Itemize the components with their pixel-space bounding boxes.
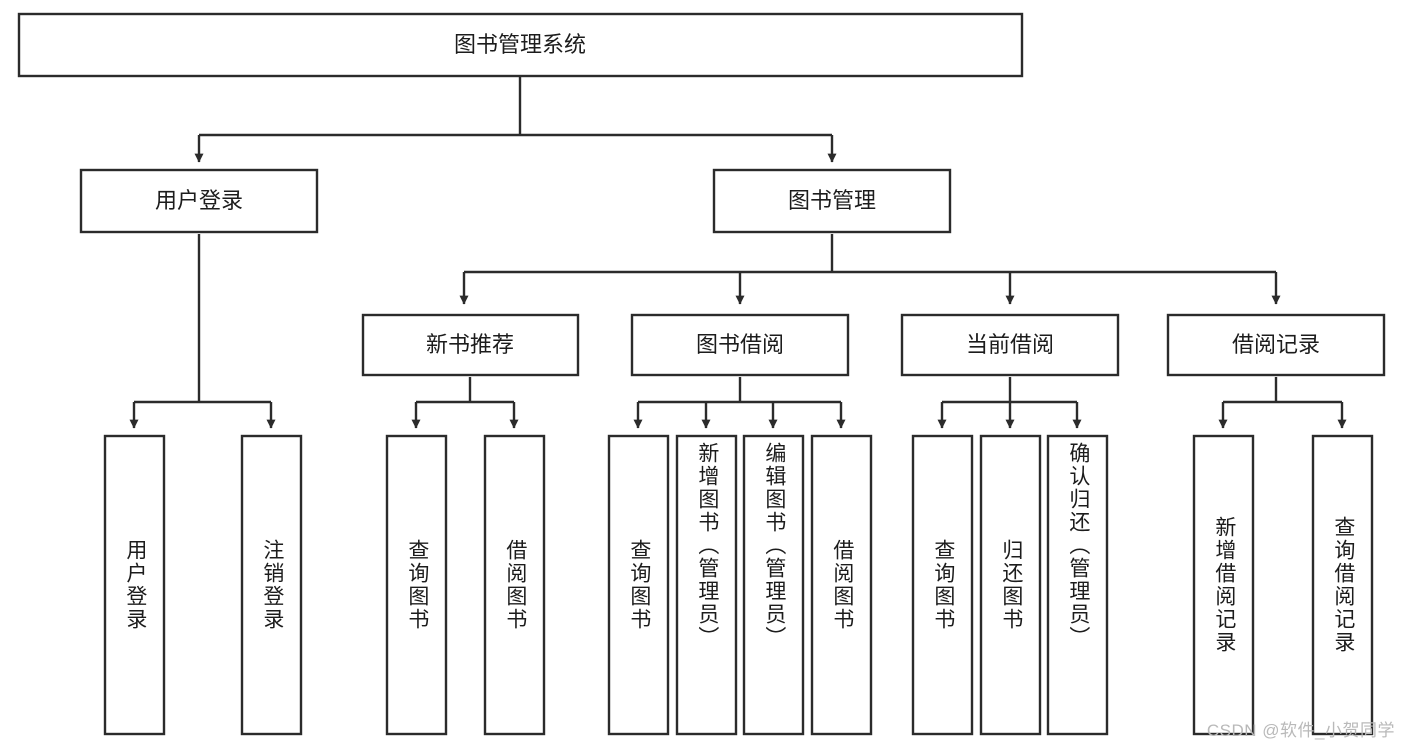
leaf-box-current-borrow-1[interactable] <box>979 434 1042 736</box>
watermark-text: CSDN @软件_小贺同学 <box>1206 721 1395 740</box>
leaf-box-new-book-0[interactable] <box>385 434 448 736</box>
connector-group-borrow-record <box>1218 377 1347 429</box>
node-label-borrow-record: 借阅记录 <box>1232 332 1320 357</box>
node-label-book-management: 图书管理 <box>788 188 876 213</box>
leaf-box-user-login-0[interactable] <box>103 434 166 736</box>
node-box-borrow-record[interactable] <box>1166 313 1386 377</box>
leaf-box-book-borrow-3[interactable] <box>810 434 873 736</box>
leaf-box-new-book-1[interactable] <box>483 434 546 736</box>
node-current-borrow[interactable]: 当前借阅 <box>900 313 1120 377</box>
leaf-box-borrow-record-0[interactable] <box>1192 434 1255 736</box>
node-label-root: 图书管理系统 <box>454 32 586 57</box>
node-user-login[interactable]: 用户登录 <box>79 168 319 234</box>
connector-group-new-book <box>411 377 519 429</box>
node-new-book-recommend[interactable]: 新书推荐 <box>361 313 580 377</box>
leaf-box-borrow-record-1[interactable] <box>1311 434 1374 736</box>
node-box-book-borrow[interactable] <box>630 313 850 377</box>
node-box-new-book-recommend[interactable] <box>361 313 580 377</box>
node-label-user-login: 用户登录 <box>155 188 243 213</box>
node-label-current-borrow: 当前借阅 <box>966 332 1054 357</box>
connector-group-user-login <box>129 234 276 429</box>
node-box-book-management[interactable] <box>712 168 952 234</box>
connector-group-root <box>194 76 837 163</box>
node-book-borrow[interactable]: 图书借阅 <box>630 313 850 377</box>
node-label-new-book-recommend: 新书推荐 <box>426 332 514 357</box>
leaf-box-book-borrow-2[interactable] <box>742 434 805 736</box>
connector-group-current-borrow <box>937 377 1082 429</box>
leaf-box-current-borrow-2[interactable] <box>1046 434 1109 736</box>
connector-group-book-manage <box>459 234 1281 305</box>
node-box-user-login[interactable] <box>79 168 319 234</box>
connector-group-book-borrow <box>633 377 846 429</box>
node-box-current-borrow[interactable] <box>900 313 1120 377</box>
leaf-box-book-borrow-0[interactable] <box>607 434 670 736</box>
node-book-management[interactable]: 图书管理 <box>712 168 952 234</box>
leaf-box-book-borrow-1[interactable] <box>675 434 738 736</box>
node-borrow-record[interactable]: 借阅记录 <box>1166 313 1386 377</box>
leaf-box-user-login-1[interactable] <box>240 434 303 736</box>
node-label-book-borrow: 图书借阅 <box>696 332 784 357</box>
leaf-box-current-borrow-0[interactable] <box>911 434 974 736</box>
node-book-management-system[interactable]: 图书管理系统 <box>17 12 1024 78</box>
node-box-root[interactable] <box>17 12 1024 78</box>
